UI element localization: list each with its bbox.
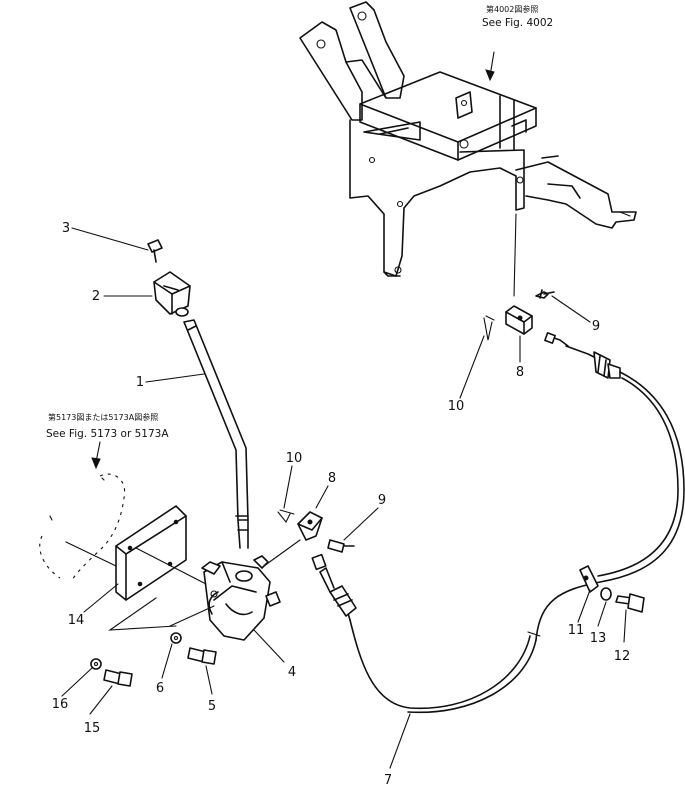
label-9-lower: 9 <box>378 493 386 508</box>
upper-clevis-group <box>483 289 555 341</box>
plate <box>90 505 217 687</box>
label-15: 15 <box>84 721 101 736</box>
label-2: 2 <box>92 289 100 304</box>
label-8-lower: 8 <box>328 471 336 486</box>
frame-assembly: 第4002図参照 See Fig. 4002 <box>299 1 637 297</box>
label-9-upper: 9 <box>592 319 600 334</box>
leader-lines <box>61 227 627 769</box>
label-12: 12 <box>614 649 631 664</box>
lever-group <box>147 239 249 549</box>
label-5: 5 <box>208 699 216 714</box>
label-7: 7 <box>384 773 392 787</box>
knob <box>153 271 191 315</box>
lever-assembly <box>201 555 281 641</box>
label-3: 3 <box>62 221 70 236</box>
label-6: 6 <box>156 681 164 696</box>
label-13: 13 <box>590 631 607 646</box>
frame-ref-jp: 第4002図参照 <box>486 4 538 14</box>
control-cable <box>311 332 685 714</box>
clevis-lower <box>297 511 323 541</box>
label-11: 11 <box>568 623 585 638</box>
part-number-labels: 3 2 1 4 5 6 7 8 8 9 9 10 10 11 12 13 14 … <box>52 221 631 787</box>
label-10-upper: 10 <box>448 399 465 414</box>
label-14: 14 <box>68 613 85 628</box>
pedal-reference: 第5173図または5173A図参照 See Fig. 5173 or 5173A <box>39 412 169 581</box>
pedal-ref-en: See Fig. 5173 or 5173A <box>46 428 169 440</box>
lower-clevis-group <box>277 509 355 553</box>
label-1: 1 <box>136 375 144 390</box>
label-8-upper: 8 <box>516 365 524 380</box>
pedal-ref-jp: 第5173図または5173A図参照 <box>48 412 158 422</box>
label-16: 16 <box>52 697 69 712</box>
label-4: 4 <box>288 665 296 680</box>
label-10-lower: 10 <box>286 451 303 466</box>
assembly-lines <box>108 539 301 631</box>
frame-ref-en: See Fig. 4002 <box>482 17 553 29</box>
